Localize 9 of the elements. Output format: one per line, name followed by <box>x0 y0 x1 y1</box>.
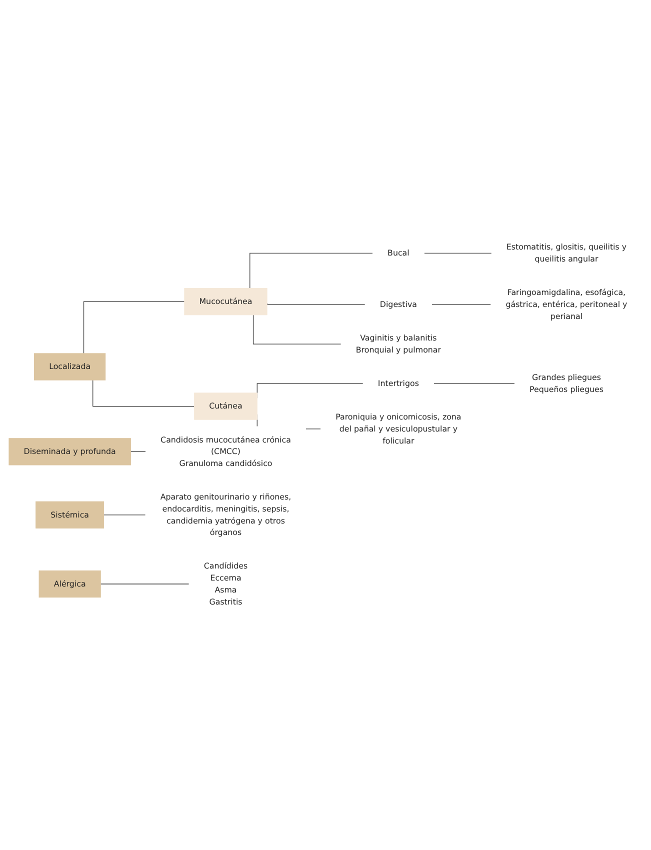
connector <box>83 302 185 354</box>
connector <box>266 303 366 306</box>
connector <box>252 315 342 345</box>
connector <box>424 253 492 254</box>
connector <box>431 304 492 306</box>
connector <box>104 515 146 516</box>
connector <box>250 253 374 290</box>
connector <box>92 380 195 408</box>
connector <box>100 584 190 585</box>
